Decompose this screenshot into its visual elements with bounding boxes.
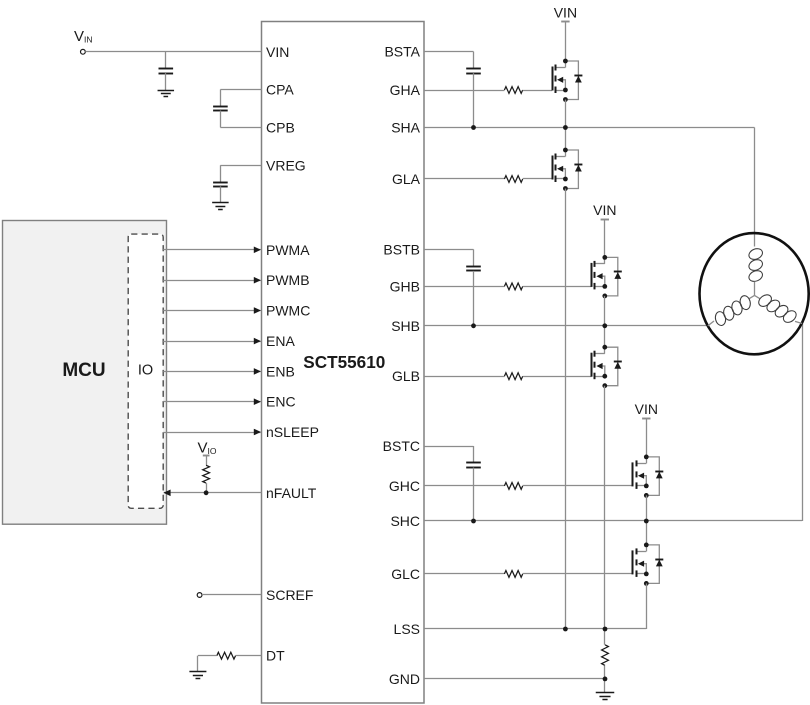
svg-text:GHB: GHB [390,278,420,294]
svg-text:BSTC: BSTC [383,438,420,454]
svg-text:GND: GND [389,671,420,687]
svg-text:VIN: VIN [554,5,577,21]
svg-text:SHC: SHC [390,513,420,529]
svg-text:CPA: CPA [266,82,294,98]
svg-text:nSLEEP: nSLEEP [266,424,319,440]
svg-text:PWMA: PWMA [266,242,310,258]
svg-text:SCREF: SCREF [266,587,313,603]
svg-text:GHC: GHC [389,478,420,494]
svg-text:SHB: SHB [391,318,420,334]
svg-text:GLC: GLC [391,566,420,582]
svg-text:VREG: VREG [266,157,306,173]
svg-text:VIN: VIN [266,44,289,60]
svg-text:SHA: SHA [391,120,420,136]
svg-text:CPB: CPB [266,119,295,135]
svg-text:PWMC: PWMC [266,303,310,319]
svg-text:ENA: ENA [266,333,295,349]
svg-text:ENB: ENB [266,363,295,379]
svg-text:VIN: VIN [635,401,658,417]
svg-text:BSTA: BSTA [384,44,420,60]
svg-text:IO: IO [138,363,153,379]
svg-text:ENC: ENC [266,394,296,410]
svg-text:MCU: MCU [62,360,105,381]
svg-text:GHA: GHA [390,82,421,98]
svg-text:VIN: VIN [593,202,616,218]
svg-text:BSTB: BSTB [383,241,420,257]
svg-text:nFAULT: nFAULT [266,485,317,501]
svg-text:PWMB: PWMB [266,272,310,288]
svg-text:SCT55610: SCT55610 [303,352,385,372]
svg-text:LSS: LSS [394,621,420,637]
svg-text:GLA: GLA [392,171,421,187]
svg-text:DT: DT [266,648,285,664]
svg-text:GLB: GLB [392,368,420,384]
